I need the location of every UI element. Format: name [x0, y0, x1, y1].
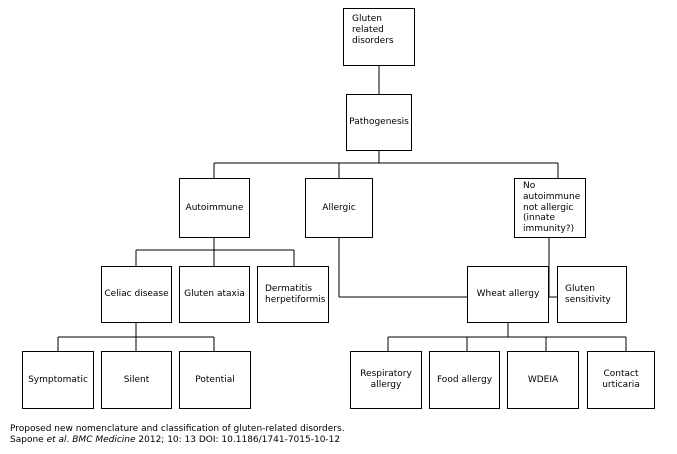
node-gluten-related-disorders: Gluten related disorders — [343, 8, 415, 66]
node-label: Silent — [123, 374, 150, 385]
caption-author: Sapone — [10, 435, 47, 445]
node-label: Pathogenesis — [349, 117, 409, 127]
caption-citation: 2012; 10: 13 DOI: 10.1186/1741-7015-10-1… — [135, 435, 341, 445]
caption-et-al: et al — [46, 435, 67, 445]
node-food-allergy: Food allergy — [429, 351, 500, 409]
node-celiac-disease: Celiac disease — [101, 266, 172, 323]
node-label: Allergic — [322, 202, 356, 213]
node-contact-urticaria: Contact urticaria — [587, 351, 655, 409]
node-label: Celiac disease — [104, 289, 169, 299]
caption-journal: BMC Medicine — [72, 435, 136, 445]
node-gluten-ataxia: Gluten ataxia — [179, 266, 250, 323]
node-label: Gluten ataxia — [184, 289, 245, 299]
node-autoimmune: Autoimmune — [179, 178, 250, 238]
caption-line-1: Proposed new nomenclature and classifica… — [10, 424, 345, 434]
node-label: No autoimmune not allergic (innate immun… — [523, 181, 581, 235]
node-pathogenesis: Pathogenesis — [346, 94, 412, 151]
node-non-autoimmune: No autoimmune not allergic (innate immun… — [514, 178, 586, 238]
node-allergic: Allergic — [305, 178, 373, 238]
node-label: Dermatitis herpetiformis — [265, 283, 326, 305]
node-label: Gluten sensitivity — [565, 283, 611, 305]
node-potential: Potential — [179, 351, 251, 409]
node-label: Contact urticaria — [602, 369, 640, 390]
node-symptomatic: Symptomatic — [22, 351, 94, 409]
node-label: Symptomatic — [28, 374, 88, 385]
node-label: WDEIA — [527, 374, 559, 385]
node-label: Food allergy — [436, 374, 493, 385]
node-label: Respiratory allergy — [360, 369, 412, 390]
node-gluten-sensitivity: Gluten sensitivity — [557, 266, 627, 323]
caption-line-2: Sapone et al. BMC Medicine 2012; 10: 13 … — [10, 435, 345, 446]
figure-caption: Proposed new nomenclature and classifica… — [10, 424, 345, 446]
node-silent: Silent — [101, 351, 172, 409]
node-respiratory-allergy: Respiratory allergy — [350, 351, 422, 409]
node-dermatitis-herpetiformis: Dermatitis herpetiformis — [257, 266, 329, 323]
node-label: Autoimmune — [185, 202, 244, 213]
node-wheat-allergy: Wheat allergy — [467, 266, 549, 323]
node-label: Gluten related disorders — [352, 14, 394, 46]
node-wdeia: WDEIA — [507, 351, 579, 409]
caption-dot: . — [66, 435, 73, 445]
node-label: Wheat allergy — [476, 289, 540, 299]
node-label: Potential — [195, 374, 235, 385]
